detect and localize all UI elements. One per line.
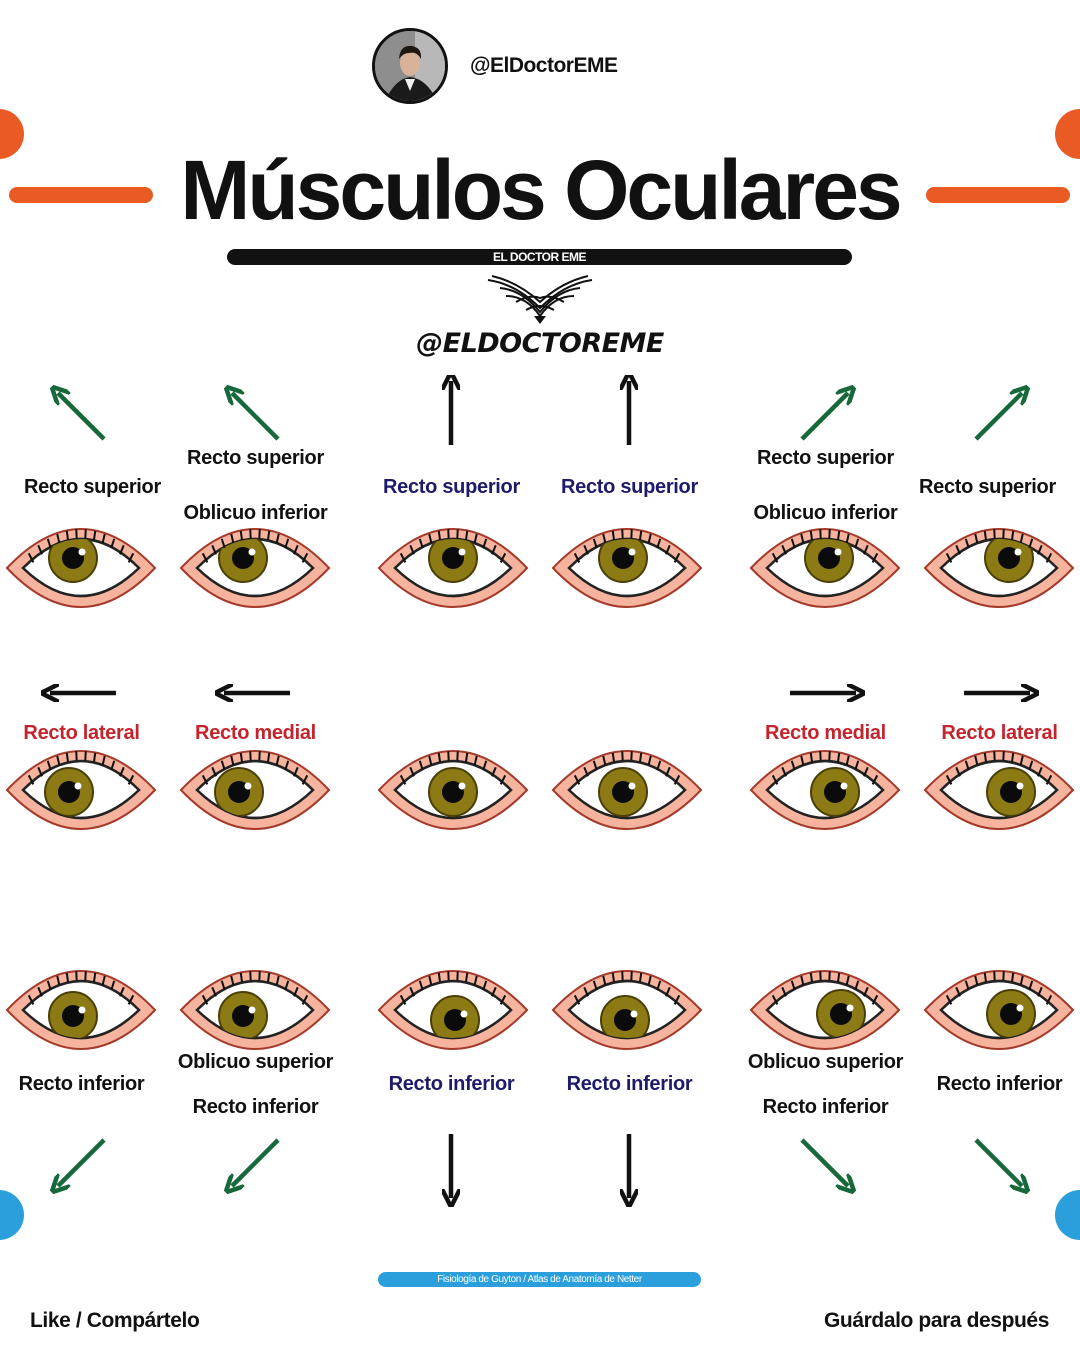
label-top-2a: Recto superior: [187, 447, 324, 469]
eye-top-2: [179, 528, 331, 608]
eye-middle-2: [179, 750, 331, 830]
source-citation: Fisiología de Guyton / Atlas de Anatomía…: [378, 1272, 701, 1287]
like-share-text: Like / Compártelo: [30, 1309, 200, 1332]
arrow-up-right-icon: [800, 393, 848, 441]
arrow-up-right-icon: [974, 393, 1022, 441]
account-handle[interactable]: @ElDoctorEME: [470, 54, 618, 77]
eye-bottom-3: [377, 970, 529, 1050]
eye-top-3: [377, 528, 529, 608]
subtitle-bar-label: EL DOCTOR EME: [492, 250, 587, 264]
eye-bottom-1: [5, 970, 157, 1050]
orange-dash-right: [926, 187, 1070, 203]
label-bot-5b: Recto inferior: [762, 1096, 889, 1118]
label-top-2b: Oblicuo inferior: [183, 502, 328, 524]
eye-middle-4: [551, 750, 703, 830]
label-bot-6: Recto inferior: [936, 1073, 1063, 1095]
eye-middle-6: [923, 750, 1075, 830]
middle-arrows: [0, 670, 1080, 716]
arrow-down-right-icon: [974, 1138, 1022, 1186]
label-bot-2b: Recto inferior: [192, 1096, 319, 1118]
label-bot-1: Recto inferior: [18, 1073, 145, 1095]
save-later-text: Guárdalo para después: [823, 1309, 1049, 1332]
arrow-down-left-icon: [58, 1138, 106, 1186]
top-arrows: [0, 375, 1080, 445]
bottom-arrows: [0, 1134, 1080, 1210]
avatar-photo: [375, 31, 445, 101]
avatar[interactable]: [372, 28, 448, 104]
label-top-4: Recto superior: [561, 476, 698, 498]
eye-bottom-5: [749, 970, 901, 1050]
label-mid-5: Recto medial: [765, 722, 886, 744]
label-mid-2: Recto medial: [195, 722, 316, 744]
logo-text: @ELDOCTOREME: [416, 328, 664, 359]
label-mid-1: Recto lateral: [23, 722, 140, 744]
eye-top-4: [551, 528, 703, 608]
label-bot-3: Recto inferior: [388, 1073, 515, 1095]
eye-middle-3: [377, 750, 529, 830]
arrow-down-left-icon: [232, 1138, 280, 1186]
arrow-up-left-icon: [232, 393, 280, 441]
orange-dash-left: [9, 187, 153, 203]
arrow-down-right-icon: [800, 1138, 848, 1186]
label-top-5b: Oblicuo inferior: [753, 502, 898, 524]
label-mid-6: Recto lateral: [941, 722, 1058, 744]
label-bot-2a: Oblicuo superior: [177, 1051, 334, 1073]
subtitle-bar: [227, 249, 852, 265]
label-top-6: Recto superior: [919, 476, 1056, 498]
page-title: Músculos Oculares: [180, 143, 902, 237]
eye-middle-5: [749, 750, 901, 830]
label-top-1: Recto superior: [24, 476, 161, 498]
label-top-5a: Recto superior: [757, 447, 894, 469]
eye-top-6: [923, 528, 1075, 608]
label-bot-5a: Oblicuo superior: [747, 1051, 904, 1073]
crest-icon: [487, 275, 593, 324]
label-top-3: Recto superior: [383, 476, 520, 498]
eye-bottom-6: [923, 970, 1075, 1050]
eye-bottom-2: [179, 970, 331, 1050]
label-bot-4: Recto inferior: [566, 1073, 693, 1095]
eye-top-1: [5, 528, 157, 608]
arrow-up-left-icon: [58, 393, 106, 441]
eye-top-5: [749, 528, 901, 608]
eye-middle-1: [5, 750, 157, 830]
eye-bottom-4: [551, 970, 703, 1050]
